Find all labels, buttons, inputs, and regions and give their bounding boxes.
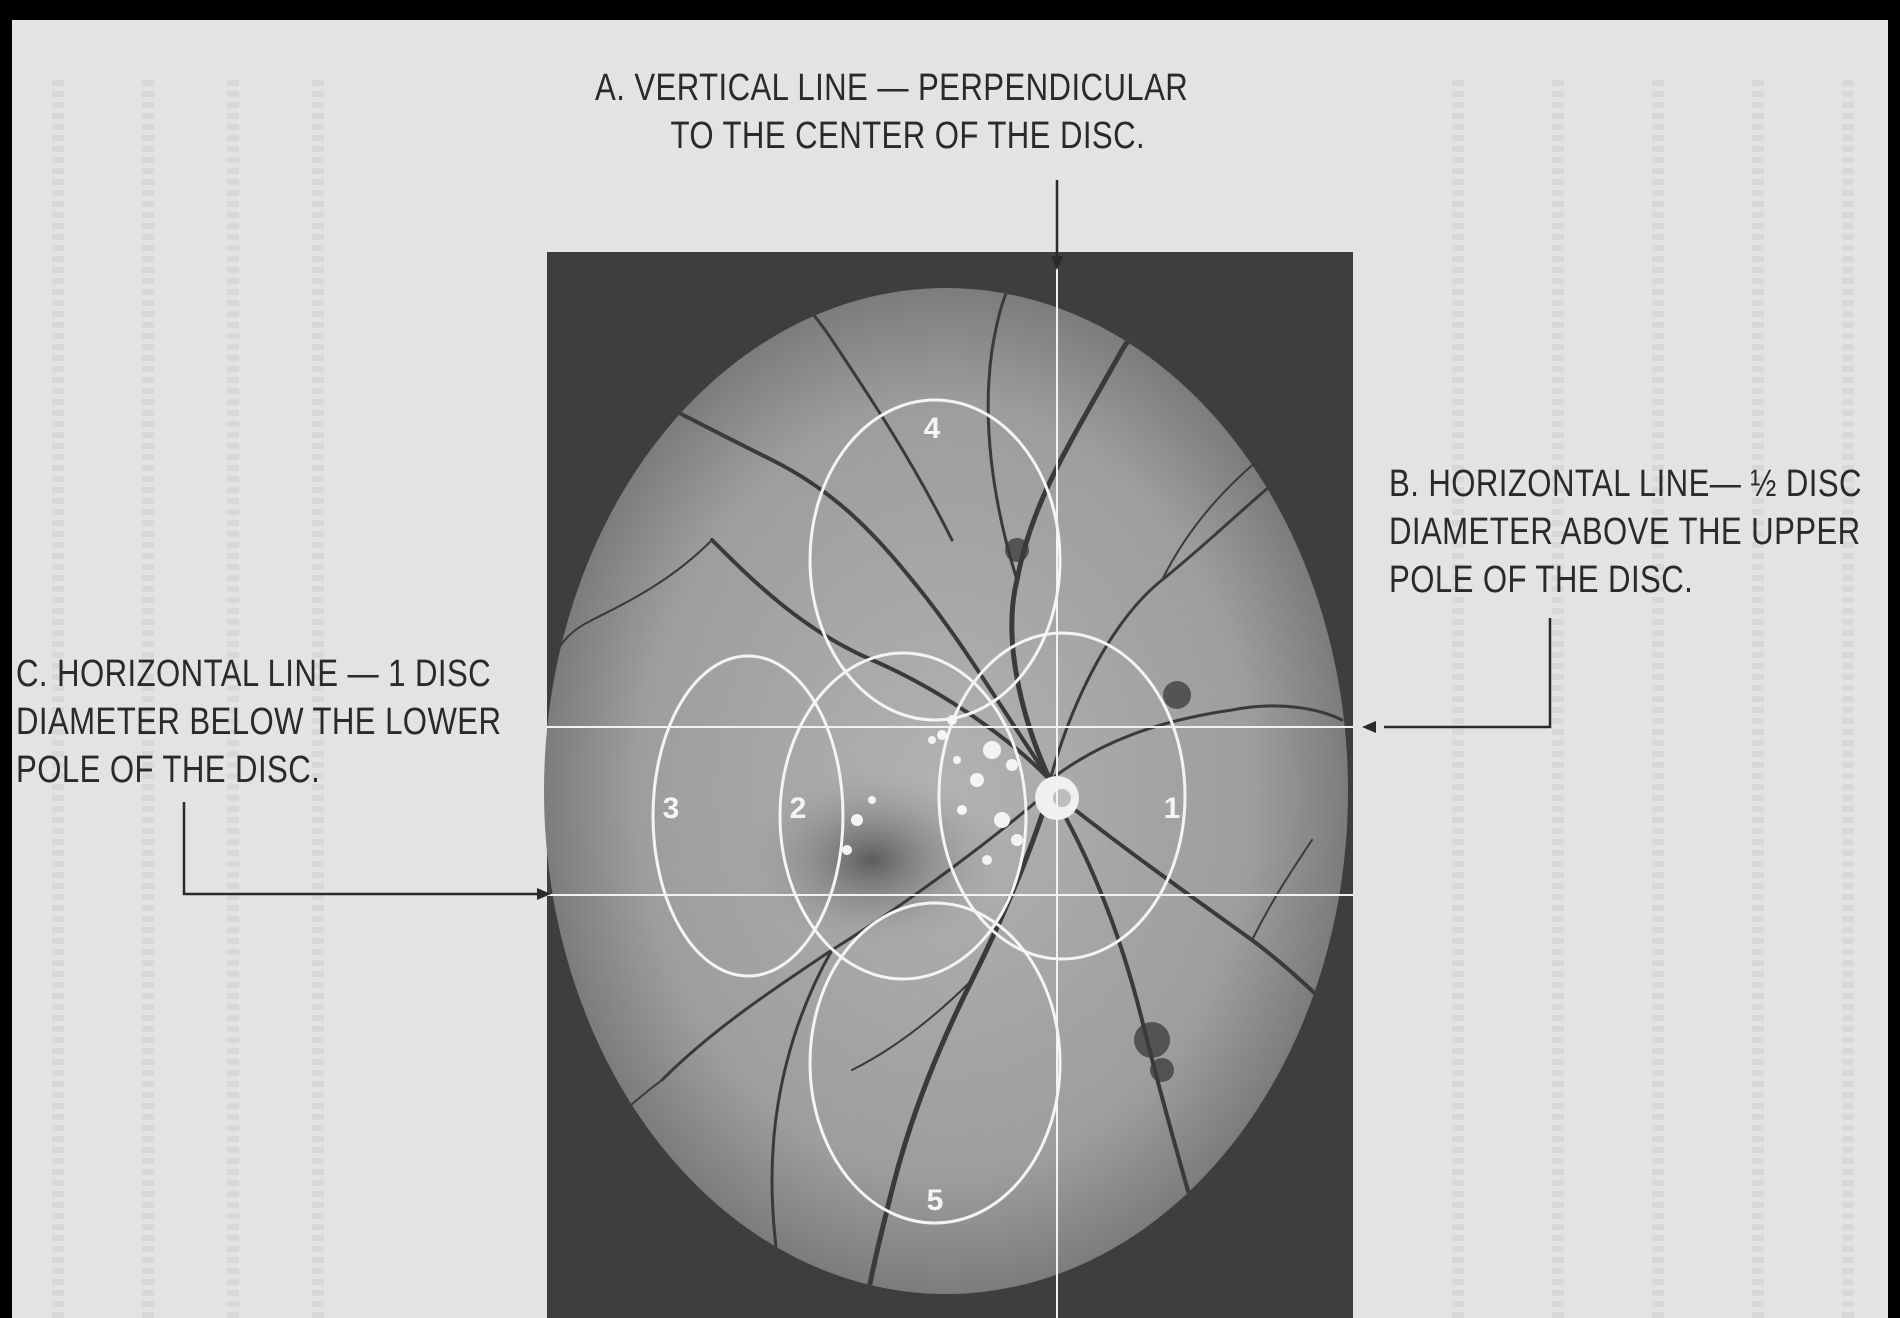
label-line: DIAMETER ABOVE THE UPPER [1389,508,1862,556]
label-line: C. HORIZONTAL LINE — 1 DISC [16,650,501,698]
leader-b [1384,618,1550,727]
label-line: TO THE CENTER OF THE DISC. [595,112,1188,160]
field-number-2: 2 [790,792,807,825]
label-line: B. HORIZONTAL LINE— ½ DISC [1389,460,1862,508]
field-number-1: 1 [1164,792,1181,825]
label-line: POLE OF THE DISC. [16,746,501,794]
leader-c [184,802,537,894]
field-number-3: 3 [663,792,680,825]
label-vertical-line: A. VERTICAL LINE — PERPENDICULAR TO THE … [595,64,1188,160]
label-line: DIAMETER BELOW THE LOWER [16,698,501,746]
label-horizontal-upper-line: B. HORIZONTAL LINE— ½ DISC DIAMETER ABOV… [1389,460,1862,604]
figure-page: 1 2 3 4 5 A. VERTICAL LINE — PERPENDICUL… [12,20,1888,1318]
optic-cup [1053,789,1071,807]
label-horizontal-lower-line: C. HORIZONTAL LINE — 1 DISC DIAMETER BEL… [16,650,501,794]
arrowhead-b [1362,721,1376,733]
label-line: POLE OF THE DISC. [1389,556,1862,604]
field-number-5: 5 [927,1184,944,1217]
field-number-4: 4 [924,412,941,445]
label-line: A. VERTICAL LINE — PERPENDICULAR [595,64,1188,112]
